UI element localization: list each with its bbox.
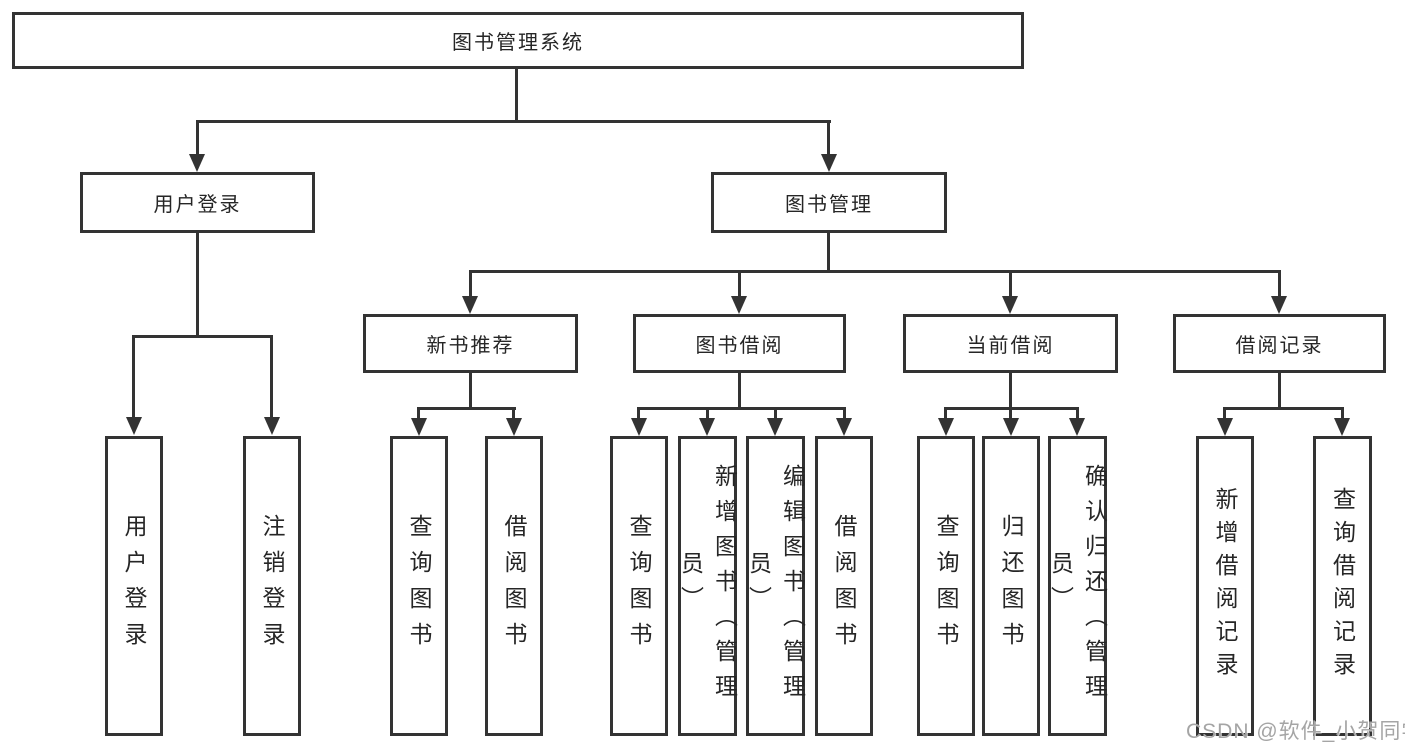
connector-drop-cb-confirm	[1076, 407, 1079, 419]
leaf-cb-confirm-return-admin: 确认归还（管理员）	[1048, 436, 1108, 736]
connector-drop-cb-return	[1009, 407, 1012, 419]
leaf-logout: 注销登录	[243, 436, 301, 736]
node-new-book-rec: 新书推荐	[363, 314, 578, 373]
connector-drop-bb-add	[706, 407, 709, 419]
arrowhead-cb-return	[1003, 418, 1019, 436]
connector-bookborrow-stem	[738, 373, 741, 409]
leaf-bb-query-books: 查询图书	[610, 436, 668, 736]
connector-drop-borrow-record	[1278, 270, 1281, 298]
connector-drop-br-query	[1341, 407, 1344, 419]
arrowhead-bb-borrow	[836, 418, 852, 436]
leaf-br-query-record: 查询借阅记录	[1313, 436, 1372, 736]
node-book-borrow: 图书借阅	[633, 314, 846, 373]
leaf-cb-return-books: 归还图书	[982, 436, 1040, 736]
arrowhead-nbr-borrow	[506, 418, 522, 436]
connector-borrowrecord-horizontal	[1223, 407, 1343, 410]
connector-drop-nbr-query	[417, 407, 420, 419]
leaf-nbr-borrow-books: 借阅图书	[485, 436, 543, 736]
connector-newbook-horizontal	[417, 407, 516, 410]
connector-bookborrow-horizontal	[637, 407, 846, 410]
connector-drop-bb-edit	[774, 407, 777, 419]
leaf-bb-edit-books-admin: 编辑图书（管理员）	[746, 436, 806, 736]
leaf-nbr-query-books: 查询图书	[390, 436, 448, 736]
arrowhead-br-add	[1217, 418, 1233, 436]
arrowhead-cb-query	[938, 418, 954, 436]
leaf-cb-query-books: 查询图书	[917, 436, 975, 736]
connector-drop-cb-query	[944, 407, 947, 419]
arrowhead-borrow-record	[1271, 296, 1287, 314]
node-book-mgmt: 图书管理	[711, 172, 947, 233]
arrowhead-bb-query	[631, 418, 647, 436]
arrowhead-leaf-logout	[264, 417, 280, 435]
connector-drop-nbr-borrow	[512, 407, 515, 419]
arrowhead-book-mgmt	[821, 154, 837, 172]
arrowhead-user-login	[189, 154, 205, 172]
leaf-user-login: 用户登录	[105, 436, 163, 736]
connector-drop-new-book	[469, 270, 472, 298]
arrowhead-current-borrow	[1002, 296, 1018, 314]
node-root: 图书管理系统	[12, 12, 1024, 69]
connector-currentborrow-stem	[1009, 373, 1012, 409]
arrowhead-br-query	[1334, 418, 1350, 436]
arrowhead-bb-add	[699, 418, 715, 436]
connector-borrowrecord-stem	[1278, 373, 1281, 409]
arrowhead-leaf-login	[126, 417, 142, 435]
node-user-login: 用户登录	[80, 172, 315, 233]
connector-drop-br-add	[1223, 407, 1226, 419]
connector-newbook-stem	[469, 373, 472, 409]
connector-bookmgmt-horizontal	[469, 270, 1281, 273]
csdn-watermark: CSDN @软件_小贺同学	[1186, 720, 1405, 743]
node-borrow-record: 借阅记录	[1173, 314, 1386, 373]
connector-bookmgmt-stem	[827, 233, 830, 272]
connector-root-stem	[515, 69, 518, 122]
connector-drop-book-borrow	[738, 270, 741, 298]
arrowhead-book-borrow	[731, 296, 747, 314]
leaf-bb-borrow-books: 借阅图书	[815, 436, 873, 736]
arrowhead-nbr-query	[411, 418, 427, 436]
connector-drop-leaf-login	[132, 335, 135, 417]
connector-userlogin-horizontal	[132, 335, 273, 338]
connector-root-horizontal	[196, 120, 831, 123]
leaf-bb-add-books-admin: 新增图书（管理员）	[678, 436, 738, 736]
connector-drop-bb-borrow	[843, 407, 846, 419]
connector-drop-book-mgmt	[827, 120, 830, 156]
arrowhead-cb-confirm	[1069, 418, 1085, 436]
connector-drop-current-borrow	[1009, 270, 1012, 298]
arrowhead-bb-edit	[767, 418, 783, 436]
arrowhead-new-book	[462, 296, 478, 314]
connector-userlogin-stem	[196, 233, 199, 337]
connector-drop-leaf-logout	[270, 335, 273, 417]
connector-drop-user-login	[196, 120, 199, 156]
connector-drop-bb-query	[637, 407, 640, 419]
node-current-borrow: 当前借阅	[903, 314, 1118, 373]
leaf-br-add-record: 新增借阅记录	[1196, 436, 1254, 736]
